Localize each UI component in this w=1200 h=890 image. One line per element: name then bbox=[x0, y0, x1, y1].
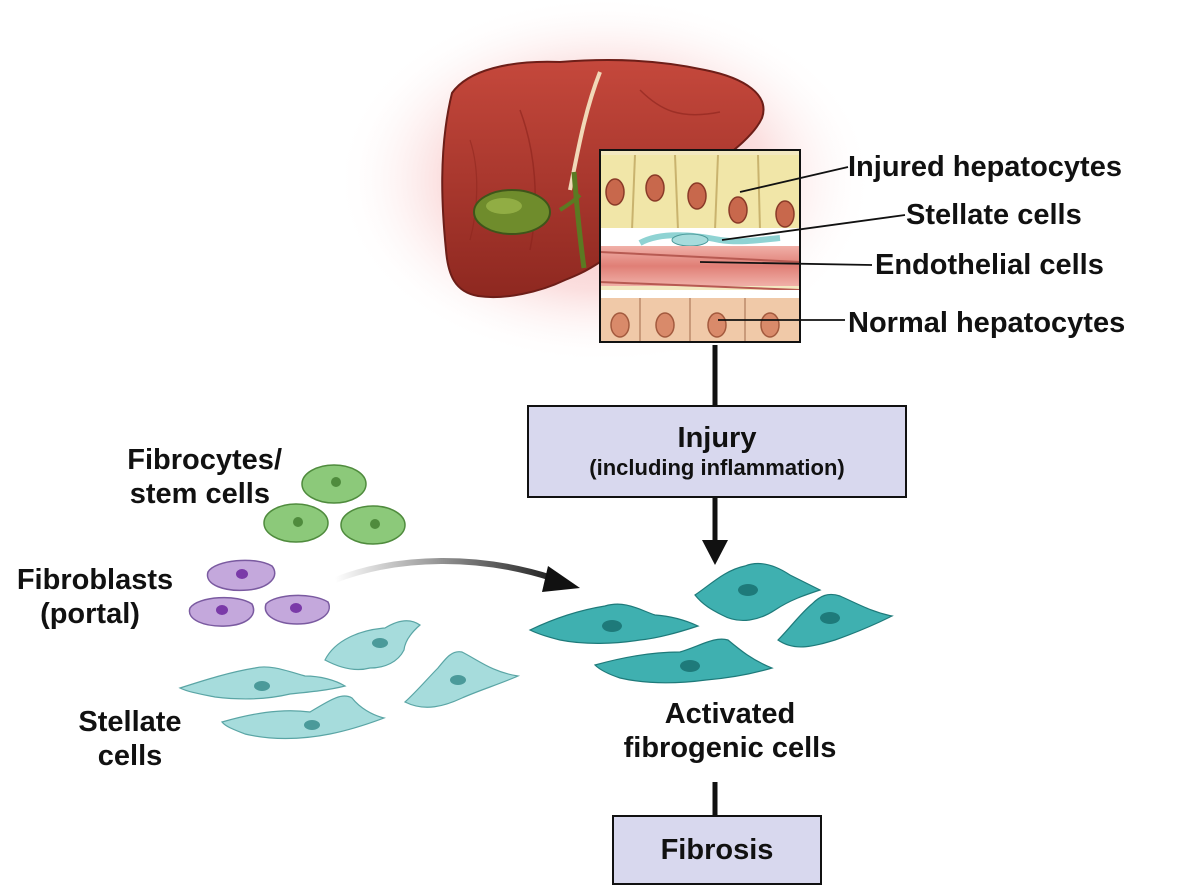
injury-box: Injury (including inflammation) bbox=[527, 405, 907, 498]
label-endothelial-cells: Endothelial cells bbox=[875, 249, 1104, 281]
fibroblast-cells bbox=[188, 559, 330, 627]
label-stellate-cells: cells bbox=[97, 740, 163, 772]
label-stellate: Stellate bbox=[78, 706, 182, 738]
tissue-inset bbox=[599, 149, 801, 343]
fibrosis-title: Fibrosis bbox=[660, 834, 774, 866]
label-normal-hepatocytes: Normal hepatocytes bbox=[848, 307, 1126, 339]
label-portal: (portal) bbox=[40, 598, 140, 630]
label-stellate-cells-inset: Stellate cells bbox=[906, 199, 1082, 231]
recruitment-arrowhead bbox=[542, 566, 580, 592]
injury-title: Injury bbox=[677, 422, 757, 454]
quiescent-stellate-cells bbox=[178, 620, 521, 740]
leader-endothelial bbox=[699, 261, 873, 266]
label-activated: Activated bbox=[664, 698, 796, 730]
leader-stellate bbox=[721, 214, 906, 241]
label-fibroblasts: Fibroblasts bbox=[16, 564, 174, 596]
fibrosis-box: Fibrosis bbox=[612, 815, 822, 885]
label-fibrogenic-cells: fibrogenic cells bbox=[623, 732, 837, 764]
label-stem-cells: stem cells bbox=[129, 478, 270, 510]
gallbladder bbox=[473, 171, 587, 269]
fibrocyte-cells bbox=[263, 464, 406, 545]
arrowhead-down bbox=[702, 540, 728, 565]
activated-fibrogenic-cells bbox=[528, 562, 894, 684]
label-fibrocytes: Fibrocytes/ bbox=[127, 444, 282, 476]
label-injured-hepatocytes: Injured hepatocytes bbox=[848, 151, 1122, 183]
recruitment-arrow bbox=[333, 558, 553, 583]
injury-subtitle: (including inflammation) bbox=[589, 455, 845, 480]
leader-injured bbox=[739, 166, 849, 193]
